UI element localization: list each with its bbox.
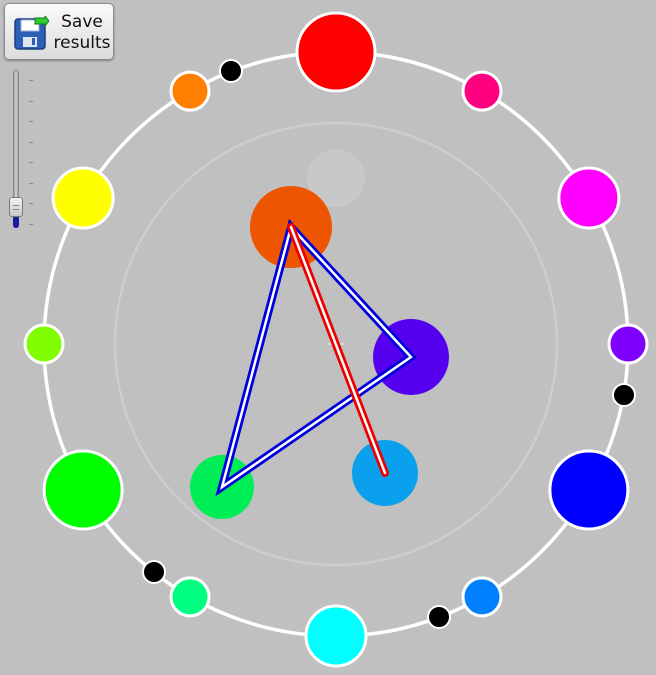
vertical-slider[interactable]	[8, 70, 36, 234]
hue-swatch-yellow[interactable]	[51, 166, 115, 230]
harmony-line-inner	[289, 225, 387, 475]
hue-swatch-cyan[interactable]	[304, 604, 368, 668]
slider-tick	[29, 203, 33, 205]
harmony-triangle-inner	[219, 224, 413, 490]
slider-tick	[29, 100, 33, 102]
slider-handle[interactable]	[9, 196, 23, 217]
hue-swatch-red[interactable]	[295, 11, 377, 93]
slider-tick	[29, 224, 33, 225]
hue-swatch-blue[interactable]	[548, 449, 630, 531]
slider-tick	[29, 162, 33, 164]
save-label-line1: Save	[61, 12, 103, 32]
slider-fill	[13, 216, 19, 228]
inner-guide-circle	[113, 121, 559, 567]
ghost-color-point	[307, 149, 365, 207]
slider-tick	[29, 182, 33, 184]
hue-swatch-magenta[interactable]	[557, 166, 621, 230]
hue-swatch-orange[interactable]	[169, 70, 211, 112]
slider-tick	[29, 80, 33, 81]
slider-tick	[29, 141, 33, 143]
wheel-marker[interactable]	[219, 59, 243, 83]
hue-swatch-spring-green[interactable]	[169, 576, 211, 618]
slider-tick	[29, 121, 33, 123]
hue-swatch-rose[interactable]	[461, 70, 503, 112]
wheel-marker[interactable]	[612, 383, 636, 407]
save-results-button[interactable]: Save results	[4, 3, 114, 60]
floppy-disk-icon	[14, 16, 49, 50]
hue-swatch-azure[interactable]	[461, 576, 503, 618]
save-label-line2: results	[53, 33, 111, 53]
hue-swatch-chartreuse[interactable]	[23, 323, 65, 365]
hue-swatch-green[interactable]	[42, 449, 124, 531]
hue-swatch-violet[interactable]	[607, 323, 649, 365]
wheel-marker[interactable]	[427, 605, 451, 629]
wheel-marker[interactable]	[142, 560, 166, 584]
